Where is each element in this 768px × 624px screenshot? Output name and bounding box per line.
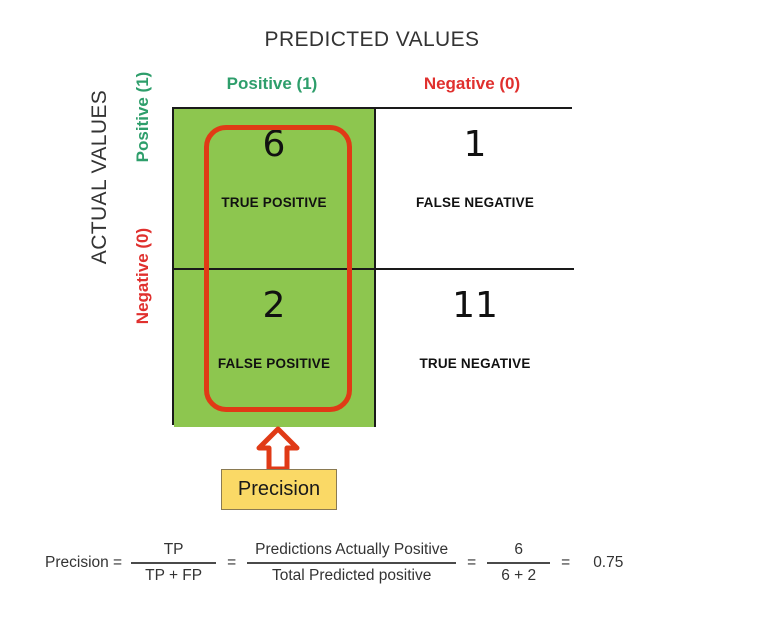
- formula-equals-3: =: [561, 554, 571, 571]
- cell-false-negative-count: 1: [463, 124, 487, 165]
- formula-name: Precision =: [45, 554, 123, 571]
- cell-false-positive[interactable]: 2 FALSE POSITIVE: [174, 268, 374, 427]
- column-header-negative: Negative (0): [423, 74, 521, 93]
- cell-true-positive-label: TRUE POSITIVE: [221, 195, 327, 210]
- formula-term1-denominator: TP + FP: [145, 566, 203, 584]
- cell-false-negative-label: FALSE NEGATIVE: [415, 195, 535, 210]
- arrow-up-icon: [256, 426, 300, 472]
- formula-term-numeric: 6 6 + 2: [487, 538, 551, 588]
- predicted-values-title: PREDICTED VALUES: [264, 28, 480, 51]
- row-header-negative: Negative (0): [133, 227, 152, 325]
- precision-callout-box[interactable]: Precision: [221, 469, 337, 510]
- column-header-positive: Positive (1): [226, 74, 318, 93]
- formula-equals-2: =: [467, 554, 477, 571]
- formula-term-verbal: Predictions Actually Positive Total Pred…: [247, 538, 457, 588]
- formula-term3-denominator: 6 + 2: [501, 566, 537, 584]
- confusion-matrix: 6 TRUE POSITIVE 1 FALSE NEGATIVE 2 FALSE…: [172, 107, 574, 427]
- formula-term2-denominator: Total Predicted positive: [271, 566, 432, 584]
- row-header-positive: Positive (1): [133, 71, 152, 163]
- precision-result-value: 0.75: [593, 554, 624, 571]
- fraction-bar: [487, 562, 551, 564]
- formula-term2-numerator: Predictions Actually Positive: [255, 541, 449, 559]
- formula-term3-numerator: 6: [514, 541, 523, 559]
- fraction-bar: [131, 562, 217, 564]
- cell-false-positive-count: 2: [262, 285, 286, 326]
- cell-true-positive[interactable]: 6 TRUE POSITIVE: [174, 109, 374, 268]
- formula-equals-1: =: [227, 554, 237, 571]
- cell-true-positive-count: 6: [262, 124, 286, 165]
- cell-true-negative-count: 11: [452, 285, 498, 326]
- actual-values-title: ACTUAL VALUES: [88, 89, 111, 265]
- cell-false-negative[interactable]: 1 FALSE NEGATIVE: [374, 109, 574, 268]
- cell-true-negative[interactable]: 11 TRUE NEGATIVE: [374, 268, 574, 427]
- cell-false-positive-label: FALSE POSITIVE: [217, 356, 331, 371]
- formula-term-symbolic: TP TP + FP: [131, 538, 217, 588]
- precision-formula: Precision = TP TP + FP = Predictions Act…: [36, 528, 736, 598]
- cell-true-negative-label: TRUE NEGATIVE: [419, 356, 531, 371]
- formula-term1-numerator: TP: [163, 541, 184, 559]
- fraction-bar: [247, 562, 457, 564]
